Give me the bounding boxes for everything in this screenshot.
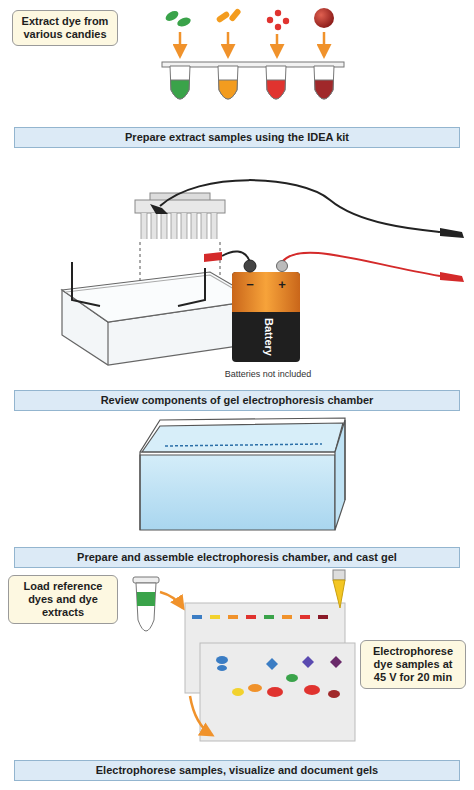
- battery-label: Battery: [263, 318, 274, 356]
- gel-comb: [135, 193, 225, 239]
- note-box: Electrophorese dye samples at 45 V for 2…: [360, 640, 466, 689]
- electrophoresis-chamber: [62, 272, 258, 365]
- step-text: Electrophorese dye samples at 45 V for 2…: [367, 645, 459, 684]
- load-arrows: [160, 592, 212, 735]
- gel-wells: [192, 615, 328, 619]
- step-band: Prepare and assemble electrophoresis cha…: [14, 547, 460, 568]
- step-text: Review components of gel electrophoresis…: [101, 394, 374, 407]
- step-text: Load reference dyes and dye extracts: [15, 580, 111, 619]
- dye-spots: [216, 656, 342, 698]
- tube-strip: [162, 62, 344, 99]
- note-label: Batteries not included: [225, 370, 312, 379]
- battery: [232, 260, 300, 362]
- terminal-sign: +: [278, 278, 286, 291]
- candies: [164, 8, 334, 30]
- alligator-clips: [150, 204, 464, 282]
- gels: [185, 603, 355, 741]
- step-text: Prepare and assemble electrophoresis cha…: [77, 551, 397, 564]
- pipette: [333, 570, 345, 608]
- terminal-sign: −: [246, 278, 254, 291]
- step-band: Electrophorese samples, visualize and do…: [14, 760, 460, 781]
- step-band: Prepare extract samples using the IDEA k…: [14, 127, 460, 148]
- step-text: Prepare extract samples using the IDEA k…: [125, 131, 349, 144]
- wires: [160, 180, 440, 276]
- dye-tube: [133, 577, 159, 631]
- step-text: Electrophorese samples, visualize and do…: [96, 764, 378, 777]
- down-arrows: [180, 32, 324, 56]
- step-band: Review components of gel electrophoresis…: [14, 390, 460, 411]
- gel-tank: [140, 418, 345, 530]
- note-box: Load reference dyes and dye extracts: [8, 575, 118, 624]
- step-text: Extract dye from various candies: [19, 15, 111, 41]
- note-box: Extract dye from various candies: [12, 10, 118, 46]
- electrodes: [72, 262, 205, 306]
